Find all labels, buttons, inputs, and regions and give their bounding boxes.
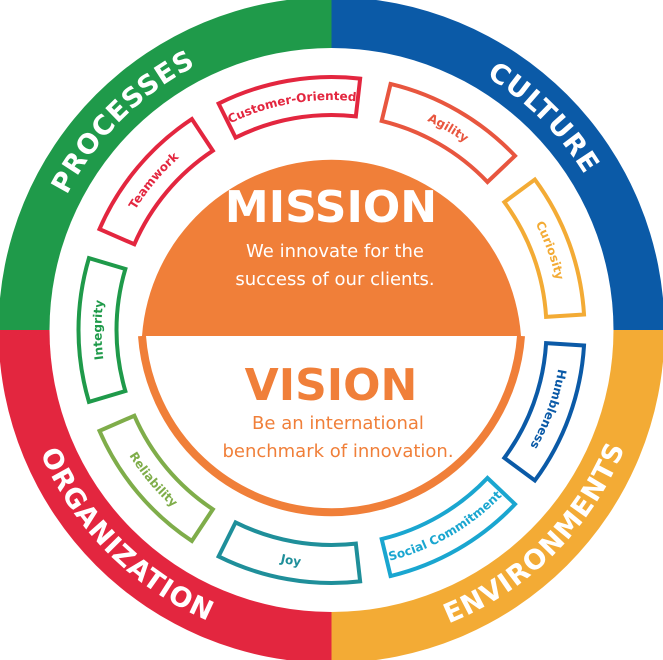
value-box-curiosity xyxy=(501,176,587,319)
ring-segment-environments xyxy=(331,330,663,660)
values-ring: Customer-OrientedAgilityCuriosityHumblen… xyxy=(76,75,587,585)
value-box-agility xyxy=(379,81,518,185)
value-label-text: Integrity xyxy=(90,299,106,361)
ring-segment-culture xyxy=(331,0,663,330)
value-box-reliability xyxy=(96,413,216,544)
value-label-integrity: Integrity xyxy=(90,299,106,361)
center-circle xyxy=(138,159,525,517)
vision-line-2: benchmark of innovation. xyxy=(222,441,453,462)
vision-line-1: Be an international xyxy=(252,413,424,434)
mission-line-2: success of our clients. xyxy=(235,269,434,290)
value-box-humbleness xyxy=(501,341,587,484)
ring-segment-organization xyxy=(0,330,332,660)
mission-half xyxy=(142,159,521,336)
value-box-customer-oriented xyxy=(215,75,363,141)
value-label-joy: Joy xyxy=(278,551,302,569)
value-label-text: Joy xyxy=(278,551,302,569)
mission-line-1: We innovate for the xyxy=(246,241,424,262)
mission-title: MISSION xyxy=(225,182,437,233)
ring-segment-processes xyxy=(0,0,332,330)
value-box-joy xyxy=(215,519,363,585)
value-box-teamwork xyxy=(96,116,216,247)
vision-half-border xyxy=(138,335,525,517)
vision-title: VISION xyxy=(245,360,418,411)
value-box-integrity xyxy=(76,255,128,405)
value-box-social-commitment xyxy=(379,475,518,579)
